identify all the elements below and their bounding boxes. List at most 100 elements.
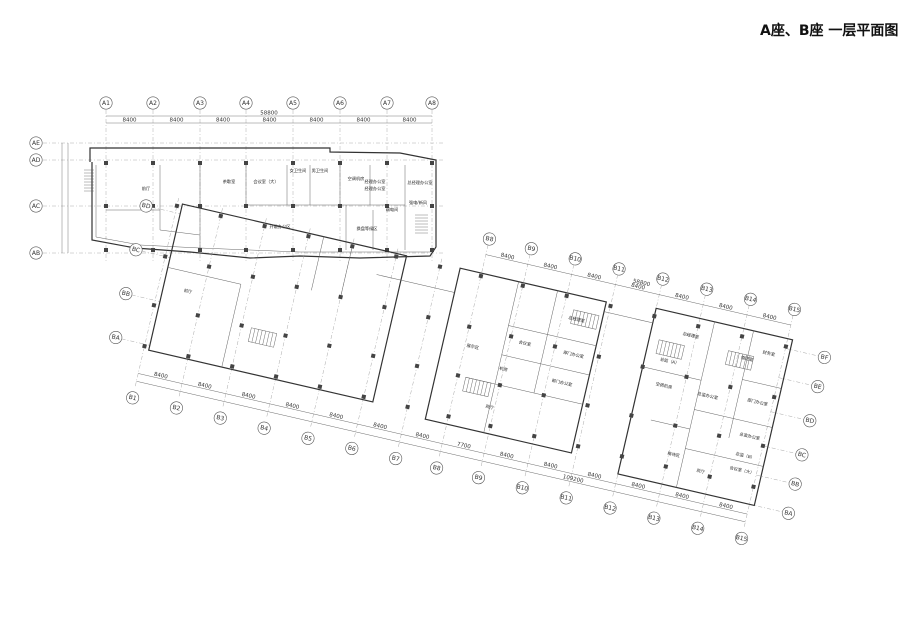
structural-column xyxy=(244,161,248,165)
bay-dimension: 8400 xyxy=(762,313,777,322)
axis-bubble-A8: A8 xyxy=(425,96,439,110)
structural-column xyxy=(291,161,295,165)
structural-column xyxy=(541,392,547,398)
svg-text:B8: B8 xyxy=(432,464,441,473)
link-corridor xyxy=(603,311,653,324)
partition-wall xyxy=(685,448,764,467)
grid-line xyxy=(482,244,489,269)
structural-column xyxy=(425,314,431,320)
structural-column xyxy=(771,394,777,400)
room-label: 总监办公室 xyxy=(739,430,761,442)
structural-column xyxy=(508,333,514,339)
axis-bubble-B4: B4 xyxy=(257,421,271,435)
room-label: 弱电间 xyxy=(386,206,399,213)
room-label: 部门办公室 xyxy=(563,349,585,361)
axis-bubble-B12: B12 xyxy=(603,501,617,515)
structural-column xyxy=(104,161,108,165)
bay-dimension: 8400 xyxy=(674,492,689,501)
axis-bubble-B10: B10 xyxy=(516,481,529,495)
axis-bubble-top-B11: B11 xyxy=(612,262,626,276)
axis-bubble-top-B8: B8 xyxy=(482,232,496,246)
partition-wall xyxy=(340,243,354,298)
grid-line xyxy=(131,294,161,302)
axis-bubble-top-B10: B10 xyxy=(569,252,582,266)
partition-wall xyxy=(728,330,754,439)
bay-dimension: 8400 xyxy=(500,253,515,262)
room-label: 总监（A） xyxy=(659,356,679,366)
dimension-line xyxy=(138,373,748,515)
room-label: 机房 xyxy=(499,365,509,374)
structural-column xyxy=(466,324,472,330)
structural-column xyxy=(640,364,646,370)
partition-wall xyxy=(650,419,690,430)
partition-wall xyxy=(742,379,782,389)
axis-bubble-AC: AC xyxy=(29,199,43,213)
axis-bubble-top-B12: B12 xyxy=(656,272,670,286)
structural-column xyxy=(151,248,155,252)
structural-column xyxy=(151,302,157,308)
structural-column xyxy=(262,223,267,229)
structural-column xyxy=(488,423,493,429)
structural-column xyxy=(727,384,733,390)
grid-line xyxy=(785,348,819,357)
structural-column xyxy=(174,203,180,209)
bay-dimension: 8400 xyxy=(499,451,514,460)
structural-column xyxy=(151,161,155,165)
grid-line xyxy=(134,198,179,389)
structural-column xyxy=(437,264,443,270)
grid-line xyxy=(749,504,783,513)
room-label: 前厅 xyxy=(183,287,193,296)
axis-bubble-AB: AB xyxy=(29,246,43,260)
svg-text:BB: BB xyxy=(790,480,800,489)
svg-text:B11: B11 xyxy=(560,493,573,503)
grid-line xyxy=(397,258,442,449)
b-block-plan: B1B2B3B4B5B6B7B8B9B10B11B12B13B14B158400… xyxy=(109,198,831,545)
svg-text:B10: B10 xyxy=(569,254,582,264)
structural-column xyxy=(294,284,300,290)
b-wing-east xyxy=(617,307,794,507)
room-label: 值班室 xyxy=(740,354,754,364)
grid-line xyxy=(787,315,794,339)
grid-line xyxy=(151,207,181,215)
stair-symbol xyxy=(247,327,278,348)
axis-bubble-B9: B9 xyxy=(471,471,485,485)
axis-bubble-top-B9: B9 xyxy=(524,242,538,256)
bay-dimension: 8400 xyxy=(718,502,733,511)
structural-column xyxy=(596,354,602,360)
b-wing-west xyxy=(147,203,408,403)
svg-text:B15: B15 xyxy=(788,305,801,315)
axis-bubble-right-BE: BE xyxy=(811,380,825,394)
svg-text:B15: B15 xyxy=(735,534,748,544)
axis-bubble-A7: A7 xyxy=(380,96,394,110)
bay-dimension: 8400 xyxy=(123,118,137,124)
grid-line xyxy=(756,474,790,483)
grid-line xyxy=(438,268,483,459)
grid-line xyxy=(655,318,701,509)
bay-dimension: 8400 xyxy=(153,372,168,381)
axis-bubble-top-B14: B14 xyxy=(744,292,757,306)
axis-bubble-BC: BC xyxy=(129,243,143,257)
structural-column xyxy=(244,248,248,252)
axis-bubble-right-BF: BF xyxy=(817,350,831,364)
grid-line xyxy=(762,445,797,454)
svg-text:B13: B13 xyxy=(647,514,660,524)
room-label: 茶歇室 xyxy=(223,178,236,185)
structural-column xyxy=(306,233,311,239)
svg-text:B14: B14 xyxy=(691,524,704,534)
structural-column xyxy=(520,283,526,289)
structural-column xyxy=(751,484,756,490)
grid-line xyxy=(612,274,618,299)
svg-text:BA: BA xyxy=(111,333,121,342)
svg-text:B12: B12 xyxy=(603,504,616,514)
room-label: 总经理室 xyxy=(682,330,700,340)
svg-text:B6: B6 xyxy=(347,444,356,453)
axis-bubble-A5: A5 xyxy=(286,96,300,110)
svg-text:A5: A5 xyxy=(289,100,297,107)
partition-wall xyxy=(221,284,242,368)
structural-column xyxy=(291,248,295,252)
partition-wall xyxy=(508,325,597,347)
grid-line xyxy=(310,238,355,429)
structural-column xyxy=(291,204,295,208)
svg-text:BA: BA xyxy=(784,509,794,518)
